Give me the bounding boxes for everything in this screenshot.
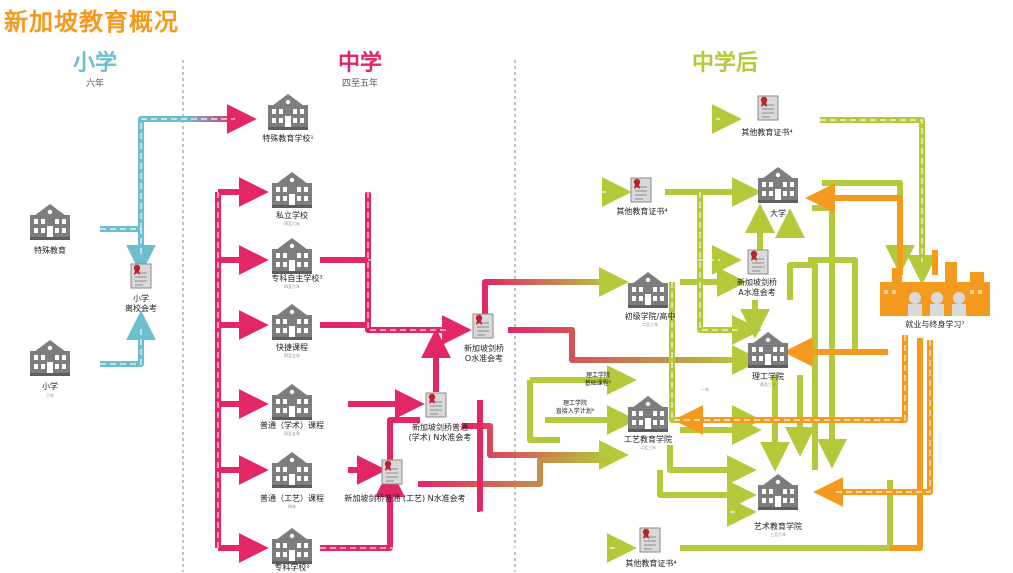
normal-academic-building-icon	[272, 384, 312, 420]
page-title: 新加坡教育概况	[4, 8, 179, 36]
other-cert-mid-label: 其他教育证书⁴	[616, 207, 668, 216]
employment-label: 就业与终身学习⁷	[905, 320, 965, 329]
o-level-certificate-icon	[472, 313, 494, 339]
n-technical-exam-label: 新加坡剑桥普通 (工艺) N水准会考	[344, 494, 466, 503]
polytechnic-sublabel: 两至三年	[760, 382, 776, 387]
special-edu-building-icon	[30, 204, 70, 240]
specialised-independent-label: 专科自主学校³	[271, 274, 323, 283]
specialised-independent-sublabel: 四至六年	[284, 284, 300, 289]
university-building-icon	[758, 167, 798, 203]
o-level-label: 新加坡剑桥 O水准会考	[464, 344, 504, 363]
arts-institutions-label: 艺术教育学院	[754, 522, 802, 531]
junior-college-building-icon	[628, 272, 668, 308]
other-cert-mid-icon	[630, 177, 652, 203]
psle-label: 小学 离校会考	[125, 294, 157, 313]
normal-technical-label: 普通（工艺）课程	[260, 494, 324, 503]
arts-institutions-sublabel: 三至六年	[770, 532, 786, 537]
normal-academic-label: 普通（学术）课程	[260, 421, 324, 430]
junior-college-label: 初级学院/高中	[624, 312, 676, 321]
primary-school-label: 小学	[42, 382, 58, 391]
psle-certificate-icon	[130, 263, 152, 289]
n-academic-certificate-icon	[425, 392, 447, 418]
private-school-building-icon	[272, 172, 312, 208]
special-edu-label: 特殊教育	[34, 246, 66, 255]
n-academic-exam-label: 新加坡剑桥普通 (学术) N水准会考	[408, 423, 472, 442]
stage-secondary-title: 中学	[337, 51, 382, 76]
arts-institution-building-icon	[758, 474, 798, 510]
path-dashes	[100, 118, 931, 549]
poly-direct-label: 理工学院 直接入学计划⁶	[555, 400, 595, 415]
express-label: 快捷课程	[276, 343, 308, 352]
stage-primary-title: 小学	[72, 51, 117, 76]
private-school-label: 私立学校	[276, 211, 308, 220]
other-cert-bottom-icon	[639, 527, 661, 553]
stage-primary-subtitle: 六年	[85, 79, 104, 89]
normal-technical-building-icon	[272, 452, 312, 488]
specialised-school-building-icon	[272, 528, 312, 564]
primary-school-building-icon	[30, 340, 70, 376]
normal-academic-sublabel: 四至五年	[284, 431, 300, 436]
express-building-icon	[272, 304, 312, 340]
other-cert-top-label: 其他教育证书⁴	[741, 128, 793, 137]
a-level-label: 新加坡剑桥 A水准会考	[737, 278, 777, 297]
ite-sublabel: 二至三年	[640, 445, 656, 450]
polytechnic-building-icon	[748, 332, 788, 368]
university-label: 大学	[770, 209, 786, 218]
special-school-building-icon	[268, 94, 308, 130]
polytechnic-label: 理工学院	[752, 372, 784, 381]
post-secondary-paths	[527, 117, 937, 551]
express-sublabel: 四至五年	[284, 353, 300, 358]
stage-post-secondary-title: 中学后	[691, 51, 758, 76]
normal-technical-sublabel: 四年	[288, 504, 296, 509]
employment-city-icon	[880, 262, 990, 316]
n-technical-certificate-icon	[381, 459, 403, 485]
stage-secondary-subtitle: 四至五年	[341, 79, 378, 89]
poly-foundation-label: 理工学院 基础课程⁵	[584, 372, 612, 387]
other-cert-bottom-label: 其他教育证书⁴	[625, 559, 677, 568]
poly-foundation-sublabel: 一年	[701, 387, 709, 392]
junior-college-sublabel: 二至三年	[642, 322, 658, 327]
specialised-independent-building-icon	[272, 238, 312, 274]
special-school-label: 特殊教育学校¹	[262, 134, 314, 143]
a-level-certificate-icon	[747, 249, 769, 275]
other-cert-top-icon	[757, 95, 779, 121]
ite-building-icon	[628, 396, 668, 432]
private-school-sublabel: 四至六年	[284, 221, 300, 226]
primary-school-sublabel: 六年	[46, 393, 54, 398]
ite-label: 工艺教育学院	[624, 435, 672, 444]
specialised-school-label: 专科学校²	[274, 563, 310, 572]
